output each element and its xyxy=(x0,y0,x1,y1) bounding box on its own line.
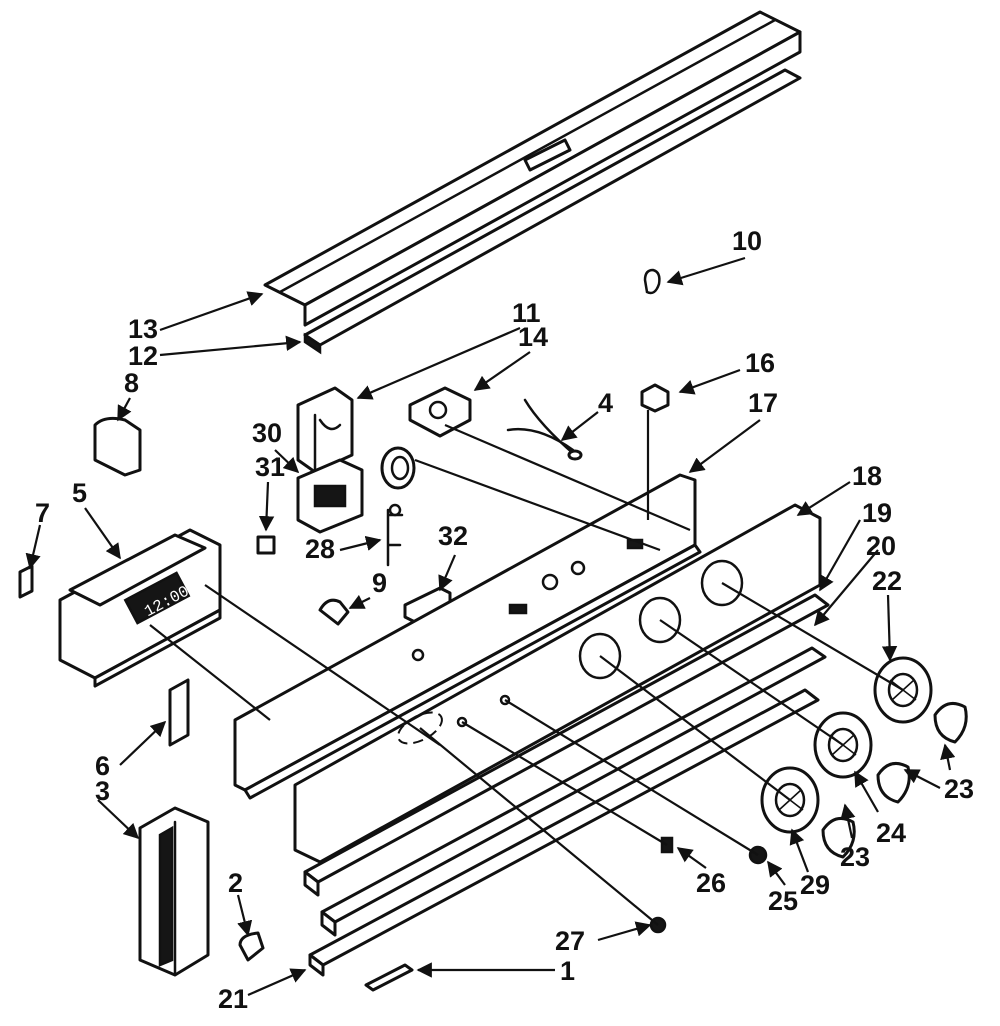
part-4-wire xyxy=(506,398,583,461)
callout-27: 27 xyxy=(555,926,585,956)
callout-8: 8 xyxy=(124,368,139,398)
callout-19: 19 xyxy=(862,498,892,528)
callout-1: 1 xyxy=(560,956,575,986)
callout-5: 5 xyxy=(72,478,87,508)
callout-12: 12 xyxy=(128,341,158,371)
callout-22: 22 xyxy=(872,566,902,596)
callout-23-b: 23 xyxy=(840,842,870,872)
callout-29: 29 xyxy=(800,870,830,900)
callout-17: 17 xyxy=(748,388,778,418)
part-9-lamp xyxy=(318,598,350,626)
callout-leaders xyxy=(25,256,956,997)
callout-26: 26 xyxy=(696,868,726,898)
callout-9: 9 xyxy=(372,568,387,598)
callout-2: 2 xyxy=(228,868,243,898)
part-6-bracket xyxy=(168,678,190,747)
part-7-clip xyxy=(18,564,34,599)
callout-21: 21 xyxy=(218,984,248,1014)
callout-32: 32 xyxy=(438,521,468,551)
part-10-clip xyxy=(643,268,661,295)
callout-16: 16 xyxy=(745,348,775,378)
part-1-strip xyxy=(364,963,414,992)
part-5-clock-module: 12:00 xyxy=(58,528,222,688)
callout-18: 18 xyxy=(852,461,882,491)
callout-30: 30 xyxy=(252,418,282,448)
callout-labels: 10 13 12 11 14 8 16 4 17 30 31 5 7 18 19… xyxy=(35,226,974,1014)
callout-14: 14 xyxy=(518,322,548,352)
part-21-trim xyxy=(308,688,820,977)
part-17-back-panel xyxy=(233,473,702,800)
part-16-clip xyxy=(640,383,670,413)
callout-13: 13 xyxy=(128,314,158,344)
part-14-socket xyxy=(408,386,472,438)
callout-25: 25 xyxy=(768,886,798,916)
callout-6: 6 xyxy=(95,751,110,781)
callout-20: 20 xyxy=(866,531,896,561)
callout-31: 31 xyxy=(255,452,285,482)
part-23-knob-a xyxy=(933,701,968,744)
part-23-knob-c xyxy=(821,816,856,859)
callout-10: 10 xyxy=(732,226,762,256)
callout-7: 7 xyxy=(35,498,50,528)
callout-3: 3 xyxy=(95,776,110,806)
callout-4: 4 xyxy=(598,388,613,418)
part-30-transformer xyxy=(296,458,364,534)
assembly-lines xyxy=(149,410,904,926)
part-8-cover xyxy=(93,416,142,477)
callout-11: 11 xyxy=(512,298,541,328)
part-12-strip xyxy=(303,68,802,355)
part-ring xyxy=(380,446,416,490)
part-11-transformer xyxy=(296,386,354,474)
part-13-top-trim xyxy=(263,10,802,327)
part-3-endcap xyxy=(138,806,210,977)
callout-28: 28 xyxy=(305,534,335,564)
callout-24: 24 xyxy=(876,818,906,848)
callout-23-a: 23 xyxy=(944,774,974,804)
part-23-knob-b xyxy=(876,761,911,804)
part-28-bracket xyxy=(386,503,404,567)
part-31-nut xyxy=(256,535,276,555)
part-2-cap xyxy=(238,931,265,962)
part-20-trim xyxy=(320,646,827,937)
